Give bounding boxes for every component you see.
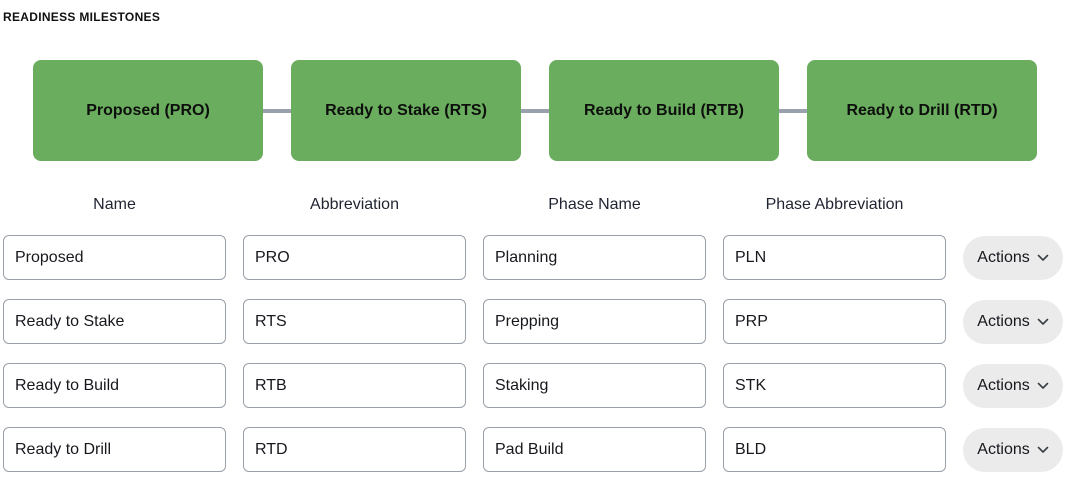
flow-node-label: Proposed (PRO) bbox=[86, 101, 210, 119]
phase-name-input[interactable] bbox=[483, 363, 706, 408]
table-row: Actions bbox=[3, 427, 1069, 472]
phase-name-input[interactable] bbox=[483, 299, 706, 344]
actions-button-label: Actions bbox=[977, 376, 1030, 394]
table-header-row: Name Abbreviation Phase Name Phase Abbre… bbox=[3, 196, 1069, 214]
phase-abbreviation-input[interactable] bbox=[723, 363, 946, 408]
flow-node-proposed: Proposed (PRO) bbox=[33, 60, 263, 161]
flow-node-ready-to-build: Ready to Build (RTB) bbox=[549, 60, 779, 161]
actions-button-label: Actions bbox=[977, 248, 1030, 266]
chevron-down-icon bbox=[1037, 318, 1049, 325]
actions-button-label: Actions bbox=[977, 312, 1030, 330]
table-row: Actions bbox=[3, 299, 1069, 344]
name-input[interactable] bbox=[3, 235, 226, 280]
name-input[interactable] bbox=[3, 363, 226, 408]
flow-node-label: Ready to Build (RTB) bbox=[584, 101, 744, 119]
actions-button[interactable]: Actions bbox=[963, 299, 1063, 344]
phase-name-input[interactable] bbox=[483, 427, 706, 472]
column-header-phase-abbreviation: Phase Abbreviation bbox=[765, 196, 904, 213]
abbreviation-input[interactable] bbox=[243, 427, 466, 472]
chevron-down-icon bbox=[1037, 382, 1049, 389]
chevron-down-icon bbox=[1037, 446, 1049, 453]
table-row: Actions bbox=[3, 363, 1069, 408]
actions-button[interactable]: Actions bbox=[963, 363, 1063, 408]
milestone-rows: Actions Actions Actions bbox=[0, 235, 1069, 472]
actions-button[interactable]: Actions bbox=[963, 235, 1063, 280]
phase-abbreviation-input[interactable] bbox=[723, 299, 946, 344]
abbreviation-input[interactable] bbox=[243, 363, 466, 408]
phase-abbreviation-input[interactable] bbox=[723, 427, 946, 472]
name-input[interactable] bbox=[3, 427, 226, 472]
flow-node-ready-to-stake: Ready to Stake (RTS) bbox=[291, 60, 521, 161]
flow-connector bbox=[779, 108, 807, 113]
name-input[interactable] bbox=[3, 299, 226, 344]
actions-button-label: Actions bbox=[977, 440, 1030, 458]
flow-node-ready-to-drill: Ready to Drill (RTD) bbox=[807, 60, 1037, 161]
abbreviation-input[interactable] bbox=[243, 299, 466, 344]
actions-button[interactable]: Actions bbox=[963, 427, 1063, 472]
flow-node-label: Ready to Drill (RTD) bbox=[846, 101, 998, 119]
flow-connector bbox=[263, 108, 291, 113]
column-header-name: Name bbox=[93, 196, 136, 213]
phase-abbreviation-input[interactable] bbox=[723, 235, 946, 280]
column-header-phase-name: Phase Name bbox=[548, 196, 641, 213]
phase-name-input[interactable] bbox=[483, 235, 706, 280]
flow-connector bbox=[521, 108, 549, 113]
flow-node-label: Ready to Stake (RTS) bbox=[325, 101, 487, 119]
page-title: READINESS MILESTONES bbox=[3, 10, 161, 24]
milestone-flow-diagram: Proposed (PRO) Ready to Stake (RTS) Read… bbox=[33, 60, 1069, 161]
column-header-abbreviation: Abbreviation bbox=[310, 196, 399, 213]
abbreviation-input[interactable] bbox=[243, 235, 466, 280]
chevron-down-icon bbox=[1037, 254, 1049, 261]
table-row: Actions bbox=[3, 235, 1069, 280]
